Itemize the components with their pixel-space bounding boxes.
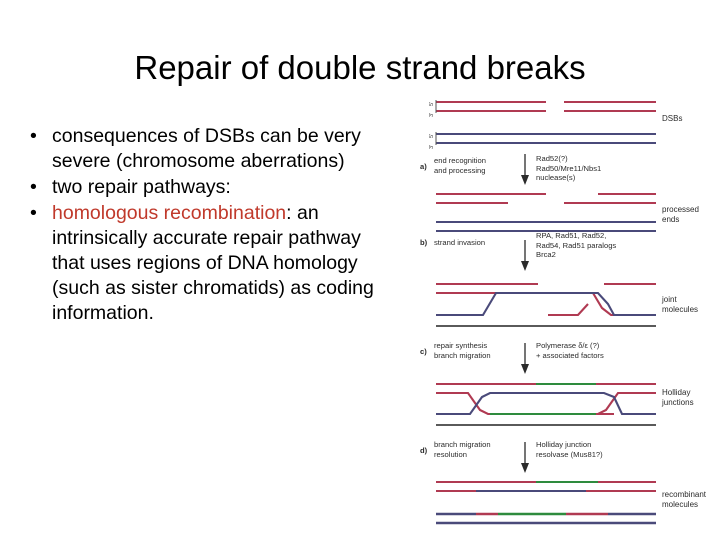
stage-label-dsbs: DSBs [662,114,683,123]
step-label-c: c) [420,347,427,356]
bullet-text: consequences of DSBs can be very severe … [52,125,361,172]
panel-holliday-junctions [436,382,656,427]
arrow-step-b [521,240,529,271]
hr-pathway-diagram: 5' 3' 5' 3' a) end recognition and proce… [418,92,718,532]
step-label-a: a) [420,162,427,171]
bullet-list: • consequences of DSBs can be very sever… [18,124,398,327]
page-title: Repair of double strand breaks [134,49,586,86]
list-item: • consequences of DSBs can be very sever… [18,124,398,174]
step-factors-d: Holliday junction resolvase (Mus81?) [536,440,603,459]
step-action-c: repair synthesis branch migration [434,341,491,360]
bullet-marker: • [30,125,37,147]
bullet-marker: • [30,176,37,198]
step-factors-b: RPA, Rad51, Rad52, Rad54, Rad51 paralogs… [536,231,617,259]
panel-dsbs [435,100,656,145]
arrow-step-c [521,343,529,374]
stage-label-recombinant-molecules: recombinant molecules [662,490,707,509]
list-item: • two repair pathways: [18,175,398,200]
step-label-b: b) [420,238,428,247]
panel-joint-molecules [436,282,656,328]
step-action-a: end recognition and processing [434,156,486,175]
panel-processed-ends [436,192,656,233]
stage-label-holliday-junctions: Holliday junctions [662,388,694,407]
arrow-step-a [521,154,529,185]
bullet-text: : an intrinsically accurate repair pathw… [52,202,374,324]
step-factors-c: Polymerase δ/ε (?) + associated factors [536,341,604,360]
step-action-b: strand invasion [434,238,486,247]
list-item: • homologous recombination: an intrinsica… [18,201,398,326]
step-action-d: branch migration resolution [434,440,491,459]
step-label-d: d) [420,446,428,455]
bullet-text: two repair pathways: [52,176,231,198]
step-factors-a: Rad52(?) Rad50/Mre11/Nbs1 nuclease(s) [536,154,602,182]
dna-strand-artwork [435,100,656,525]
stage-label-joint-molecules: joint molecules [662,295,699,314]
bullet-marker: • [30,202,37,224]
bullet-text-emphasis: homologous recombination [52,202,287,224]
arrow-step-d [521,442,529,473]
stage-label-processed-ends: processed ends [662,205,699,224]
panel-recombinant-molecules [436,480,656,525]
